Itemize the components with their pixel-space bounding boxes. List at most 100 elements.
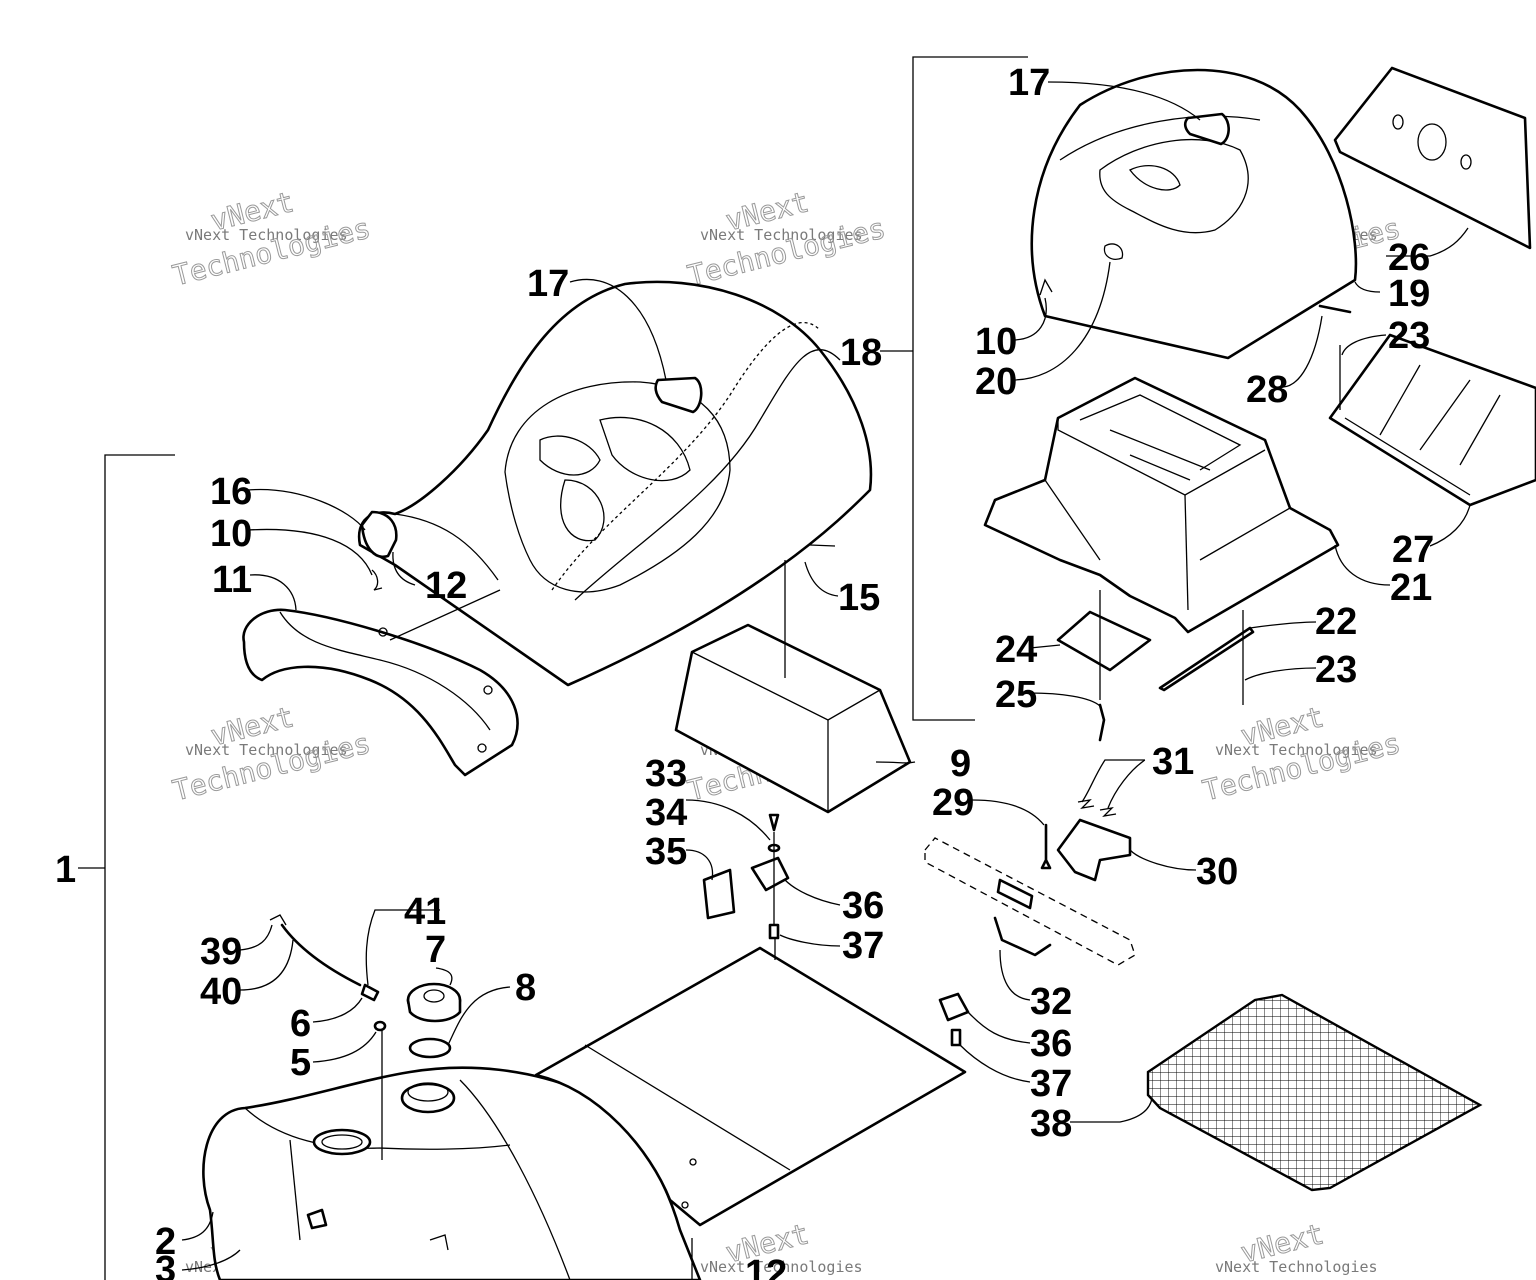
bolt-29 <box>1040 823 1052 870</box>
callout-7: 7 <box>425 929 446 971</box>
callout-28: 28 <box>1246 369 1288 411</box>
callout-15: 15 <box>838 577 880 619</box>
vent-hose-41 <box>280 923 362 987</box>
callout-3: 3 <box>155 1249 176 1280</box>
pin-25 <box>1098 703 1106 742</box>
callout-11: 11 <box>212 559 252 601</box>
callout-32: 32 <box>1030 981 1072 1023</box>
callout-5: 5 <box>290 1042 311 1084</box>
bracket-assembly-1 <box>104 454 175 1280</box>
callout-35: 35 <box>645 831 687 873</box>
callout-29: 29 <box>932 782 974 824</box>
callout-10: 10 <box>975 321 1017 363</box>
hinge-assembly <box>924 799 1136 966</box>
svg-text:vNext Technologies: vNext Technologies <box>1215 1258 1378 1276</box>
callout-12: 12 <box>425 565 467 607</box>
callout-12: 12 <box>745 1253 787 1280</box>
callout-27: 27 <box>1392 529 1434 571</box>
svg-text:vNext Technologies: vNext Technologies <box>185 741 348 759</box>
bracket-32 <box>993 916 1052 957</box>
callout-16: 16 <box>210 471 252 513</box>
callout-10: 10 <box>210 513 252 555</box>
callout-37: 37 <box>1030 1063 1072 1105</box>
seat-panel <box>504 381 731 593</box>
callout-22: 22 <box>1315 601 1357 643</box>
spacer-37 <box>768 923 780 940</box>
callouts: 1 2 3 5 6 7 8 9 10 10 11 12 12 15 16 17 … <box>55 62 1434 1280</box>
callout-37: 37 <box>842 925 884 967</box>
seat-trim-16 <box>360 510 398 559</box>
seat-foam-block <box>674 560 912 814</box>
callout-26: 26 <box>1388 237 1430 279</box>
svg-text:vNext Technologies: vNext Technologies <box>1215 741 1378 759</box>
svg-text:Technologies: Technologies <box>1199 726 1403 807</box>
springs-31 <box>1077 799 1117 817</box>
callout-17: 17 <box>1008 62 1050 104</box>
tray <box>1328 333 1536 507</box>
callout-36: 36 <box>1030 1023 1072 1065</box>
seat-pan <box>242 589 519 777</box>
watermark: vNext vNext Technologies Technologies <box>169 185 374 293</box>
latch-36 <box>750 856 790 892</box>
watermark: vNext vNext Technologies Technologies <box>1199 700 1404 808</box>
callout-41: 41 <box>404 891 446 933</box>
bracket-assembly-18 <box>912 56 1028 721</box>
callout-31: 31 <box>1152 741 1194 783</box>
callout-23: 23 <box>1388 315 1430 357</box>
watermark-line1: vNext Technologies <box>185 226 348 244</box>
fitting-6 <box>360 983 380 1002</box>
callout-33: 33 <box>645 753 687 795</box>
callout-25: 25 <box>995 674 1037 716</box>
storage-base <box>983 376 1340 634</box>
watermark-line2: Technologies <box>169 211 373 292</box>
fuel-tank <box>202 1066 702 1280</box>
callout-30: 30 <box>1196 851 1238 893</box>
callout-18: 18 <box>840 332 882 374</box>
callout-8: 8 <box>515 967 536 1009</box>
callout-40: 40 <box>200 971 242 1013</box>
svg-text:Technologies: Technologies <box>169 726 373 807</box>
backrest-pad-26 <box>1333 66 1532 250</box>
clip-39 <box>269 914 287 926</box>
callout-21: 21 <box>1390 567 1432 609</box>
callout-24: 24 <box>995 629 1037 671</box>
watermark: vNext vNext Technologies Technologies <box>169 700 374 808</box>
strip-22 <box>1158 626 1255 692</box>
callout-19: 19 <box>1388 273 1430 315</box>
floor-mat <box>1146 993 1483 1192</box>
clip-10-upper <box>1039 278 1053 296</box>
callout-38: 38 <box>1030 1103 1072 1145</box>
watermark: vNext vNext Technologies <box>1215 1217 1378 1276</box>
svg-text:Technologies: Technologies <box>684 211 888 292</box>
svg-text:vNext Technologies: vNext Technologies <box>700 1258 863 1276</box>
gasket-8 <box>408 1037 452 1059</box>
handle-30 <box>1056 818 1132 882</box>
clip-10 <box>371 569 383 591</box>
callout-17: 17 <box>527 263 569 305</box>
callout-34: 34 <box>645 792 687 834</box>
callout-36: 36 <box>842 885 884 927</box>
storage-lid <box>534 946 967 1227</box>
mounting-plate-24 <box>1056 610 1152 672</box>
main-seat <box>357 280 873 687</box>
callout-1: 1 <box>55 849 76 891</box>
callout-20: 20 <box>975 361 1017 403</box>
latch-bracket-35 <box>702 868 736 920</box>
grommet-5 <box>373 1020 387 1032</box>
callout-2: 2 <box>155 1221 176 1263</box>
svg-text:vNext Technologies: vNext Technologies <box>700 226 863 244</box>
latch-36-lower <box>938 992 970 1022</box>
seat-badge <box>654 376 703 414</box>
fuel-cap <box>406 982 462 1023</box>
backrest-rod-28 <box>1318 304 1352 314</box>
screw-33 <box>768 813 780 832</box>
watermark: vNext vNext Technologies Technologies <box>684 185 889 293</box>
backrest <box>1030 68 1358 360</box>
watermark: vNext vNext Technologies <box>700 1217 863 1276</box>
callout-23: 23 <box>1315 649 1357 691</box>
callout-9: 9 <box>950 743 971 785</box>
callout-39: 39 <box>200 931 242 973</box>
spacer-37-lower <box>950 1028 962 1047</box>
callout-6: 6 <box>290 1003 311 1045</box>
